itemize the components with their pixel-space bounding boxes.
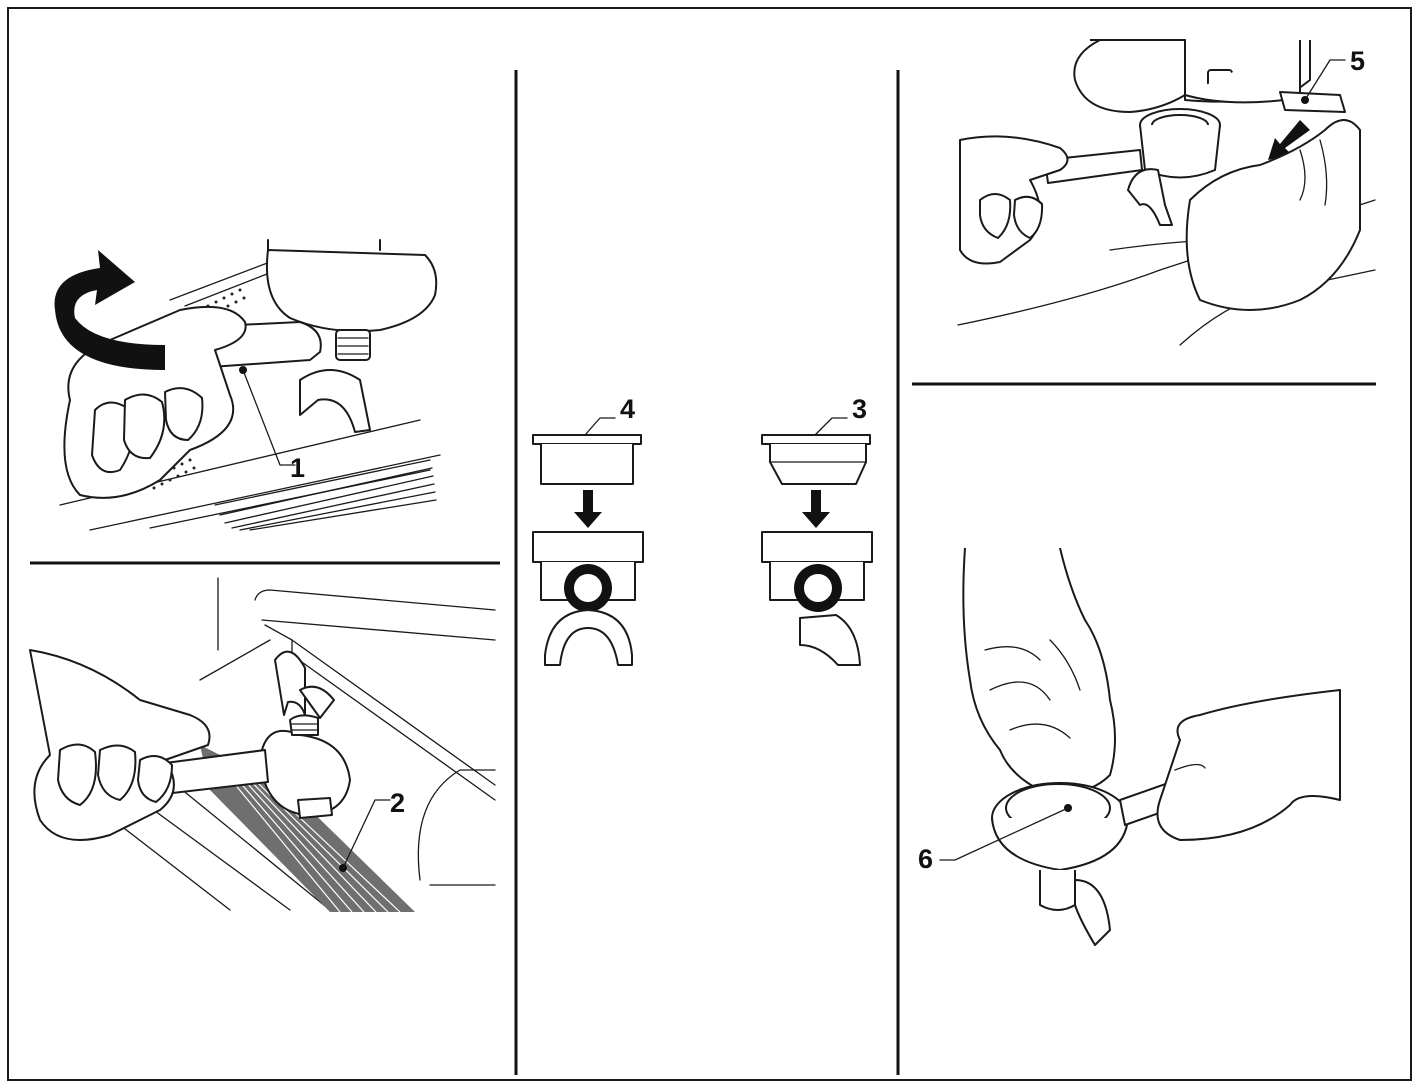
arrow-down-icon [574, 490, 602, 528]
panel-insert-filter-basket: 4 3 [533, 394, 872, 665]
panel-dose-coffee: 5 [958, 40, 1375, 345]
filter-holder-double-spout [533, 532, 643, 665]
panel-dividers [30, 70, 1376, 1075]
callout-2-label: 2 [390, 788, 405, 818]
filter-basket-4: 4 [533, 394, 641, 484]
callout-6-label: 6 [918, 844, 933, 874]
callout-1-label: 1 [290, 453, 305, 483]
callout-4-label: 4 [620, 394, 635, 424]
panel-tamp-coffee: 6 [918, 548, 1340, 945]
callout-3-label: 3 [852, 394, 867, 424]
panel-rinse-filter-holder: 2 [30, 578, 495, 912]
filter-holder-single-spout [762, 532, 872, 665]
callout-5-label: 5 [1350, 46, 1365, 76]
arrow-down-icon [802, 490, 830, 528]
panel-remove-filter-holder: 1 [55, 240, 440, 530]
filter-basket-3: 3 [762, 394, 870, 484]
